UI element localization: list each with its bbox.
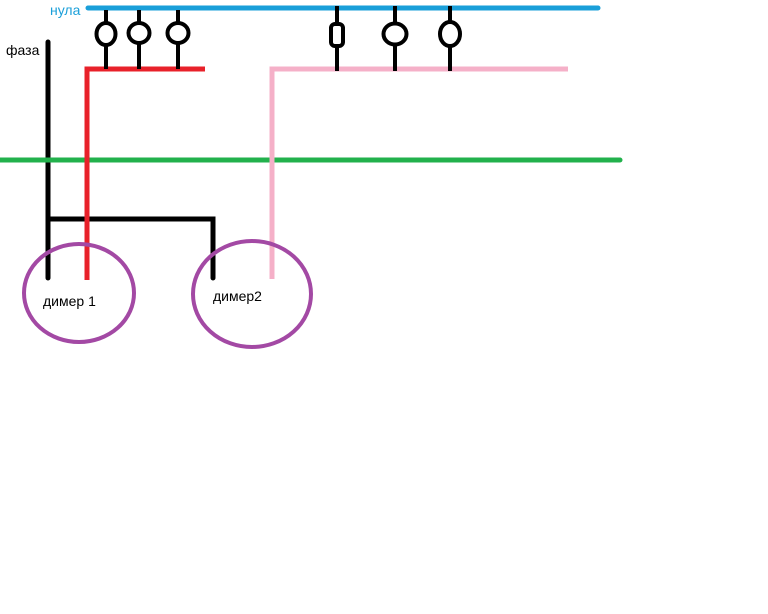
dimmer-1-outline xyxy=(22,242,136,344)
lamp-group-2 xyxy=(329,6,462,71)
phase-label: фаза xyxy=(6,42,40,58)
lamp-icon xyxy=(94,10,118,69)
lamp-icon xyxy=(126,10,152,69)
phase-wire-to-dimmer2 xyxy=(45,216,216,281)
red-wire xyxy=(84,66,205,280)
lamp-group-1 xyxy=(94,10,191,69)
lamp-icon xyxy=(165,10,191,69)
dimmer-2-label: димер2 xyxy=(213,288,262,304)
dimmer-2: димер2 xyxy=(191,239,313,349)
dimmer-2-outline xyxy=(191,239,313,349)
pink-wire xyxy=(269,66,568,279)
dimmer-1-label: димер 1 xyxy=(43,293,96,309)
neutral-label: нула xyxy=(50,2,81,18)
lamp-icon xyxy=(381,6,409,71)
dimmer-1: димер 1 xyxy=(22,242,136,344)
lamp-icon xyxy=(329,6,345,71)
lamp-icon xyxy=(438,6,462,71)
